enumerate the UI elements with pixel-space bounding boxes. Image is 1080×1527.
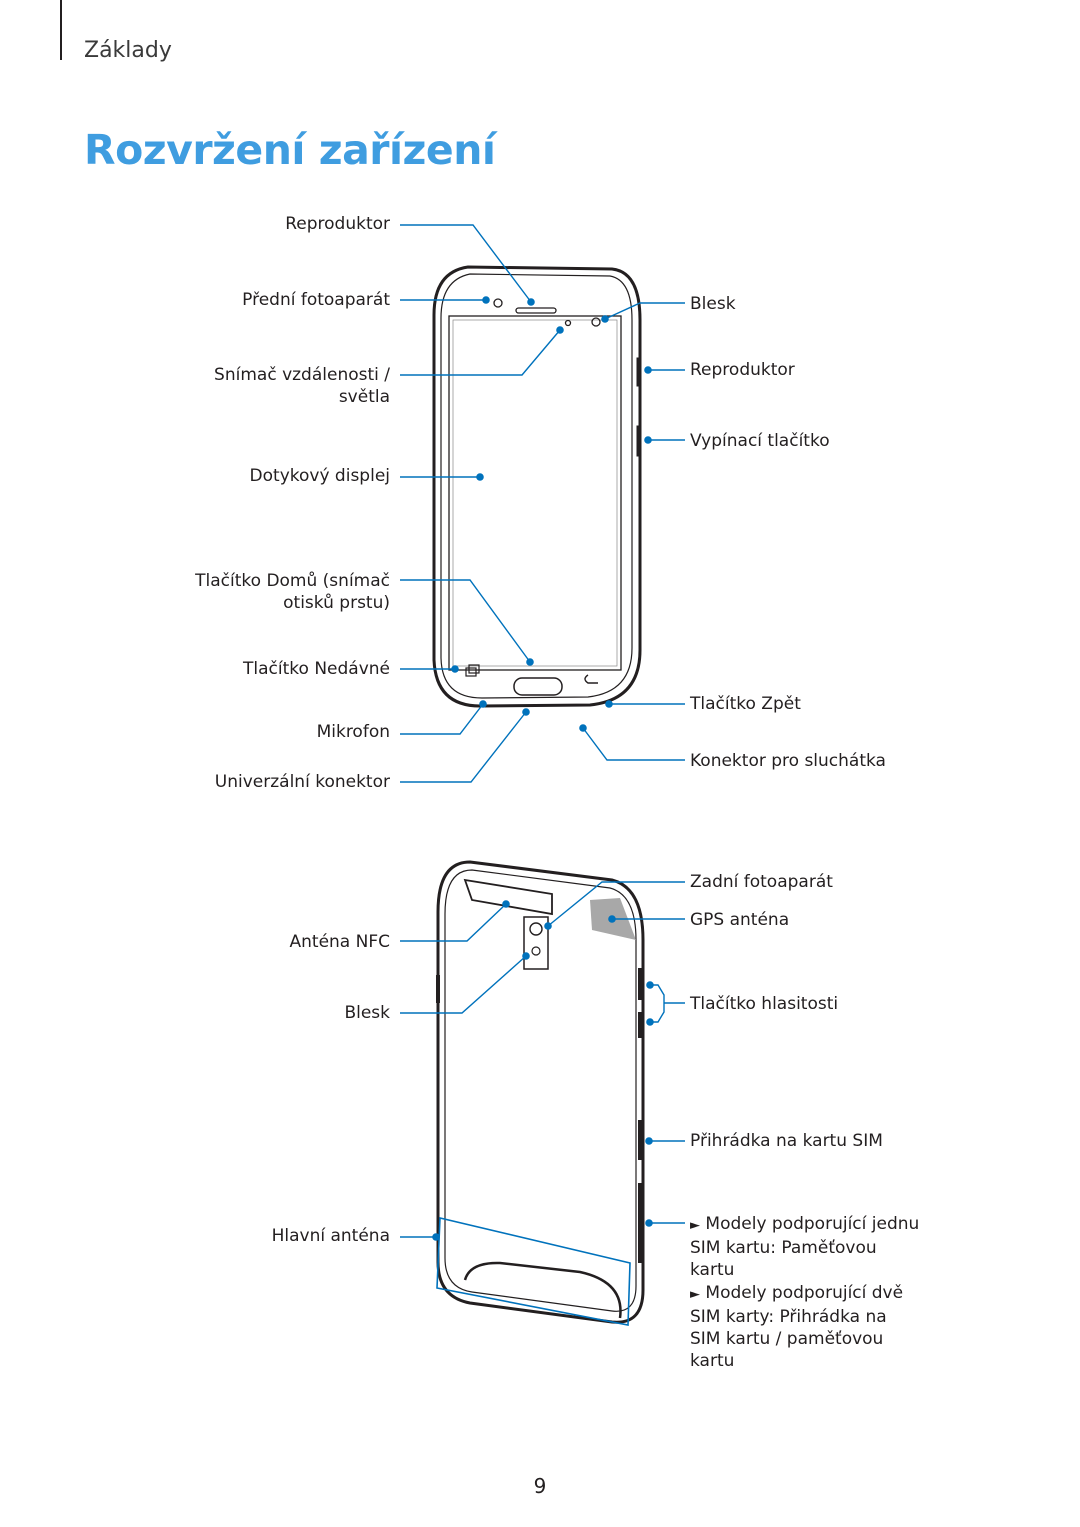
label-nfc: Anténa NFC	[289, 932, 391, 952]
label-speaker-side: Reproduktor	[690, 360, 795, 380]
page-title: Rozvržení zařízení	[84, 126, 496, 174]
header-rule	[60, 0, 62, 60]
label-recents: Tlačítko Nedávné	[243, 659, 390, 679]
label-headset: Konektor pro sluchátka	[690, 751, 886, 771]
callout-lines	[400, 224, 685, 1326]
label-back-key: Tlačítko Zpět	[690, 694, 801, 714]
label-speaker-top: Reproduktor	[285, 214, 390, 234]
label-flash-rear: Blesk	[344, 1003, 390, 1023]
note-dual-sim: ► Modely podporující dvě SIM karty: Přih…	[690, 1283, 904, 1371]
page-number: 9	[533, 1474, 547, 1498]
label-touchscreen: Dotykový displej	[249, 466, 390, 486]
note-marker: ►	[690, 1218, 700, 1233]
label-gps: GPS anténa	[690, 910, 790, 930]
label-home-line1: Tlačítko Domů (snímač	[195, 571, 390, 591]
note-marker: ►	[690, 1287, 700, 1302]
label-microphone: Mikrofon	[316, 722, 390, 742]
label-main-antenna: Hlavní anténa	[271, 1226, 390, 1246]
back-phone-illustration	[436, 860, 645, 1324]
label-usb: Univerzální konektor	[214, 772, 390, 792]
front-phone-illustration	[432, 265, 642, 708]
sim-notes: ► Modely podporující jednu SIM kartu: Pa…	[690, 1213, 920, 1373]
label-home-line2: otisků prstu)	[283, 593, 390, 613]
section-header: Základy	[84, 38, 172, 63]
label-front-camera: Přední fotoaparát	[242, 290, 390, 310]
note-single-sim: ► Modely podporující jednu SIM kartu: Pa…	[690, 1214, 920, 1280]
label-volume: Tlačítko hlasitosti	[690, 994, 839, 1014]
label-flash-front: Blesk	[690, 294, 736, 314]
label-sensor-line2: světla	[338, 387, 390, 407]
label-sim-tray: Přihrádka na kartu SIM	[690, 1131, 883, 1151]
callout-dots	[432, 296, 654, 1241]
label-rear-camera: Zadní fotoaparát	[690, 872, 833, 892]
label-power: Vypínací tlačítko	[690, 431, 830, 451]
label-sensor-line1: Snímač vzdálenosti /	[214, 365, 390, 385]
